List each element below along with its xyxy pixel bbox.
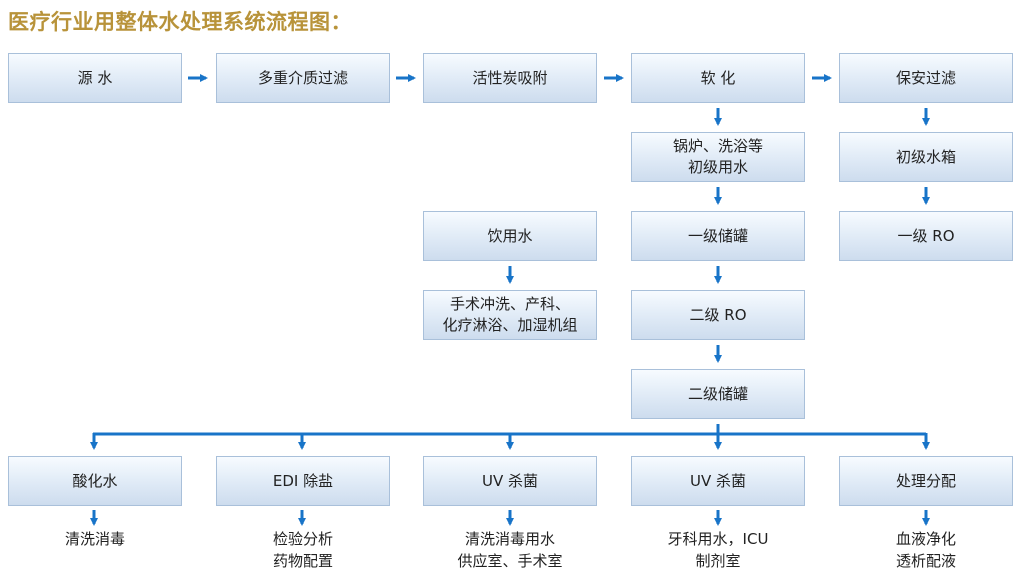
node-surgery-uses: 手术冲洗、产科、 化疗淋浴、加湿机组 — [423, 290, 597, 340]
node-drinking-water: 饮用水 — [423, 211, 597, 261]
node-activated-carbon: 活性炭吸附 — [423, 53, 597, 103]
node-secondary-ro: 二级 RO — [631, 290, 805, 340]
use-lab-pharmacy: 检验分析 药物配置 — [272, 530, 333, 570]
node-primary-tank: 一级储罐 — [631, 211, 805, 261]
node-uv-sterilization-2: UV 杀菌 — [631, 456, 805, 506]
node-security-filter: 保安过滤 — [839, 53, 1013, 103]
node-distribution: 处理分配 — [839, 456, 1013, 506]
use-supply-surgery: 清洗消毒用水 供应室、手术室 — [457, 530, 563, 570]
node-primary-ro: 一级 RO — [839, 211, 1013, 261]
node-secondary-tank: 二级储罐 — [631, 369, 805, 419]
node-edi-desalination: EDI 除盐 — [216, 456, 390, 506]
use-dialysis: 血液净化 透析配液 — [895, 530, 956, 570]
node-boiler-bath-water: 锅炉、洗浴等 初级用水 — [631, 132, 805, 182]
node-softening: 软 化 — [631, 53, 805, 103]
node-uv-sterilization-1: UV 杀菌 — [423, 456, 597, 506]
diagram-title: 医疗行业用整体水处理系统流程图： — [8, 10, 352, 34]
use-dental-icu: 牙科用水，ICU 制剂室 — [667, 530, 769, 570]
node-source-water: 源 水 — [8, 53, 182, 103]
node-primary-water-box: 初级水箱 — [839, 132, 1013, 182]
node-acidified-water: 酸化水 — [8, 456, 182, 506]
node-multimedia-filter: 多重介质过滤 — [216, 53, 390, 103]
use-cleaning-disinfection: 清洗消毒 — [64, 530, 125, 548]
